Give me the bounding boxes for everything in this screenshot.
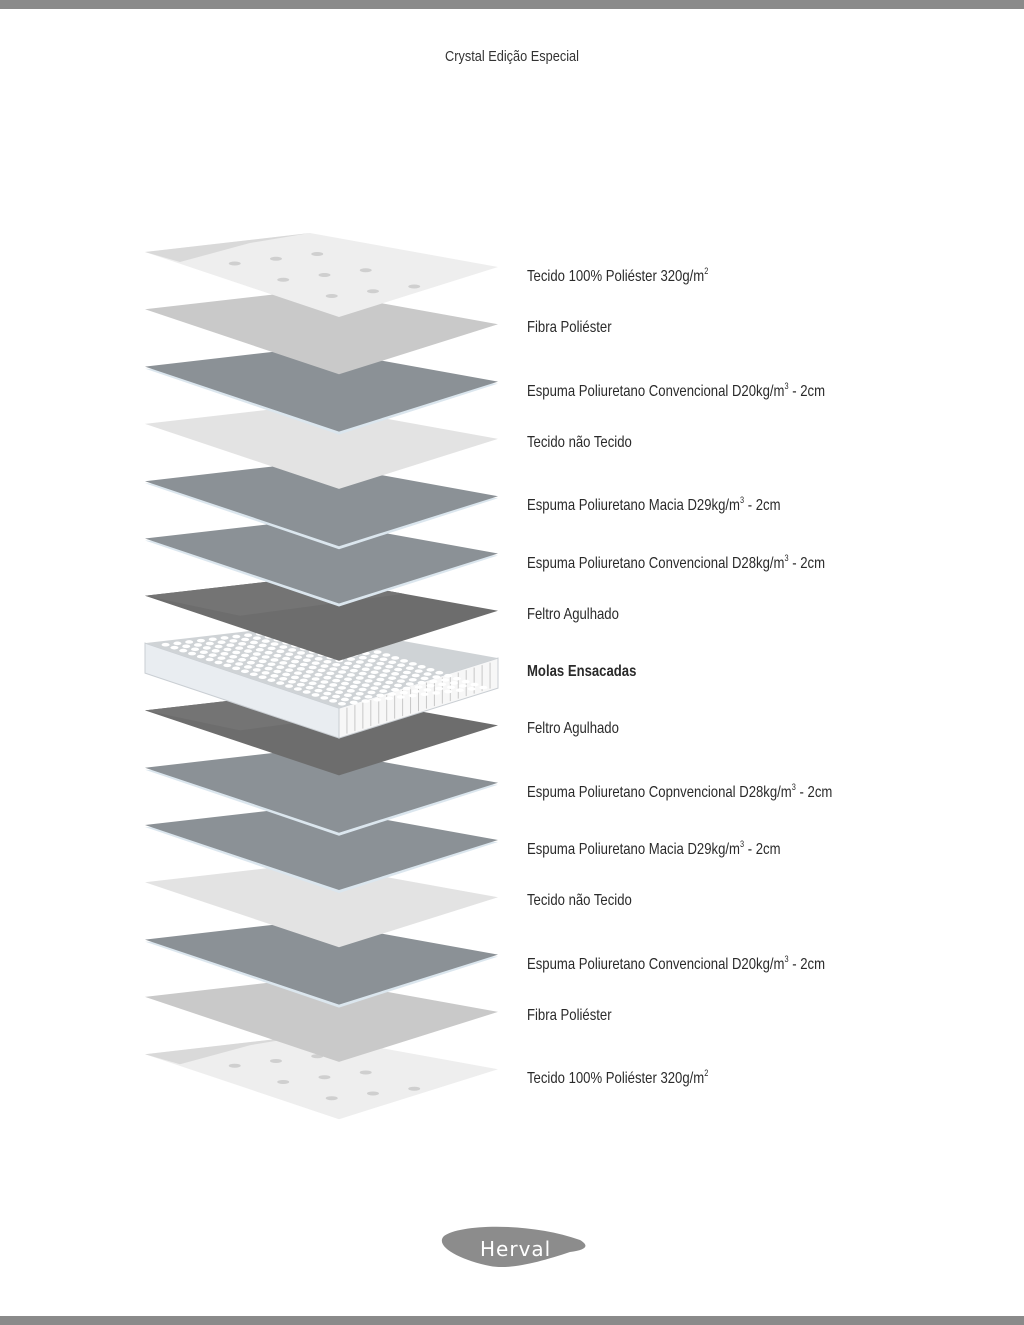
layer-label-text: Espuma Poliuretano Macia D29kg/m: [527, 841, 740, 858]
unit-exponent: 3: [784, 380, 789, 391]
layer-label: Espuma Poliuretano Convencional D28kg/m3…: [527, 548, 825, 574]
layer-label-text: Espuma Poliuretano Convencional D20kg/m: [527, 955, 785, 973]
layer-fibra: [145, 977, 498, 1062]
layer-label-text: Espuma Poliuretano Copnvencional D28kg/m: [527, 783, 792, 801]
layer-label: Espuma Poliuretano Convencional D20kg/m3…: [527, 376, 825, 402]
layer-label-text: Fibra Poliéster: [527, 319, 612, 337]
layer-label-text: Feltro Agulhado: [527, 605, 619, 623]
layer-tnt: [145, 404, 498, 489]
layer-label: Tecido não Tecido: [527, 891, 632, 911]
thickness: - 2cm: [795, 783, 833, 801]
layer-tecido: [145, 233, 498, 317]
layer-label: Espuma Poliuretano Copnvencional D28kg/m…: [527, 777, 832, 803]
layer-label: Feltro Agulhado: [527, 605, 619, 625]
layer-label: Fibra Poliéster: [527, 318, 612, 338]
layer-label: Molas Ensacadas: [527, 662, 636, 682]
unit-exponent: 3: [784, 552, 789, 563]
unit-exponent: 2: [704, 1068, 709, 1079]
thickness: - 2cm: [744, 841, 781, 858]
svg-text:Herval: Herval: [480, 1237, 551, 1261]
unit-exponent: 3: [791, 781, 796, 792]
layer-espuma: [145, 806, 498, 893]
layer-label: Feltro Agulhado: [527, 719, 619, 739]
thickness: - 2cm: [788, 955, 826, 973]
page-title: Crystal Edição Especial: [445, 48, 579, 65]
herval-logo: Herval: [441, 1226, 586, 1268]
layer-tecido: [145, 1035, 498, 1120]
thickness: - 2cm: [744, 497, 781, 515]
layer-label: Fibra Poliéster: [527, 1006, 612, 1026]
bottom-bar: [0, 1316, 1024, 1325]
unit-exponent: 3: [784, 953, 789, 964]
layer-label: Tecido 100% Poliéster 320g/m2: [527, 261, 708, 287]
thickness: - 2cm: [788, 382, 826, 400]
layer-label: Tecido 100% Poliéster 320g/m2: [527, 1063, 708, 1089]
layer-label-text: Tecido não Tecido: [527, 433, 632, 451]
layer-label: Espuma Poliuretano Convencional D20kg/m3…: [527, 949, 825, 975]
layer-label-text: Espuma Poliuretano Convencional D28kg/m: [527, 554, 785, 572]
layer-espuma: [145, 519, 498, 607]
layer-label-text: Tecido 100% Poliéster 320g/m: [527, 1070, 705, 1088]
layer-label-text: Fibra Poliéster: [527, 1006, 612, 1024]
layer-label: Espuma Poliuretano Macia D29kg/m3 - 2cm: [527, 834, 781, 860]
layer-label-text: Tecido 100% Poliéster 320g/m: [527, 268, 705, 285]
layer-espuma: [145, 920, 498, 1008]
layer-fibra: [145, 290, 498, 375]
layer-label-text: Feltro Agulhado: [527, 720, 619, 738]
layer-espuma: [145, 347, 498, 435]
unit-exponent: 3: [739, 495, 745, 506]
layer-label: Tecido não Tecido: [527, 433, 632, 453]
thickness: - 2cm: [788, 554, 826, 572]
layer-label-text: Molas Ensacadas: [527, 663, 637, 681]
layer-espuma: [145, 462, 498, 550]
unit-exponent: 2: [704, 266, 709, 276]
top-bar: [0, 0, 1024, 9]
layer-label: Espuma Poliuretano Macia D29kg/m3 - 2cm: [527, 490, 781, 516]
layer-label-text: Espuma Poliuretano Convencional D20kg/m: [527, 382, 785, 400]
unit-exponent: 3: [739, 839, 745, 849]
layer-label-text: Tecido não Tecido: [527, 892, 632, 910]
layer-label-text: Espuma Poliuretano Macia D29kg/m: [527, 497, 740, 515]
layer-tnt: [145, 863, 498, 948]
layer-espuma: [145, 748, 498, 836]
